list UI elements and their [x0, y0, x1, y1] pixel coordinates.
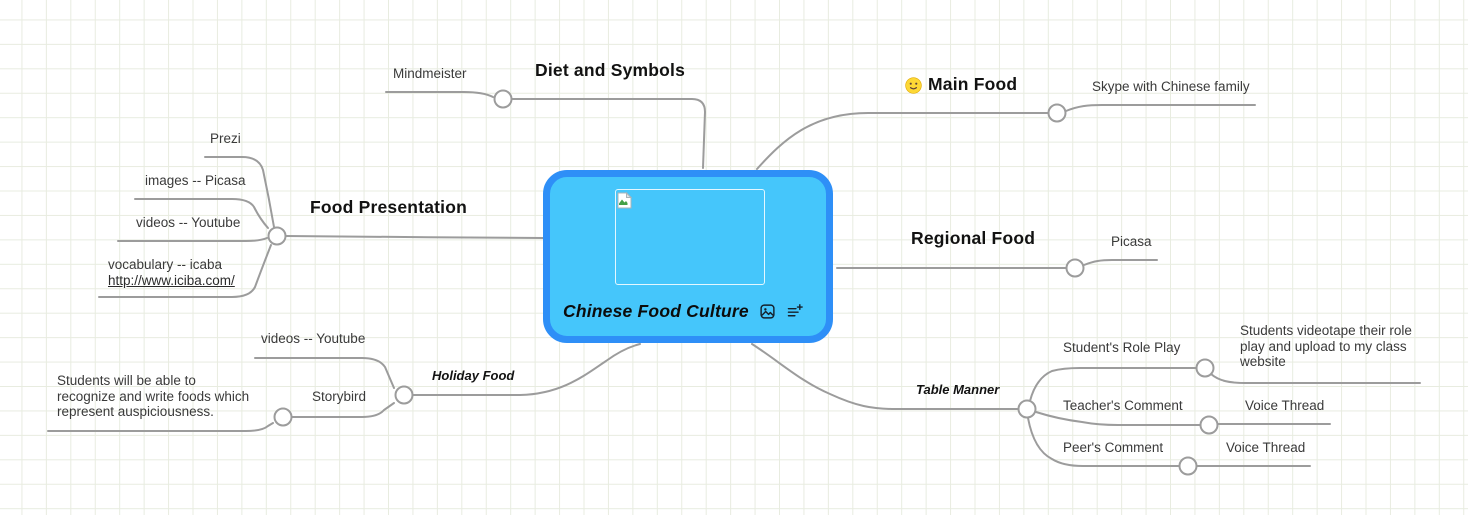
topic-vocabulary-icaba[interactable]: vocabulary -- icaba http://www.iciba.com…: [108, 257, 235, 289]
topic-voice-thread-teacher[interactable]: Voice Thread: [1245, 398, 1325, 413]
smiley-emoji-icon: [905, 77, 922, 94]
topic-students-recognize[interactable]: Students will be able to recognize and w…: [57, 373, 250, 419]
central-topic-title[interactable]: Chinese Food Culture: [563, 301, 749, 321]
topic-picasa[interactable]: Picasa: [1111, 234, 1152, 249]
edge-students-recognize: [47, 422, 274, 432]
vocabulary-label: vocabulary -- icaba: [108, 257, 223, 272]
topic-images-picasa[interactable]: images -- Picasa: [145, 173, 246, 188]
collapse-handle-mainfood[interactable]: [1047, 103, 1067, 123]
edge-skype: [1065, 104, 1256, 112]
edge-storybird: [291, 402, 395, 418]
collapse-handle-table[interactable]: [1017, 399, 1037, 419]
central-topic[interactable]: Chinese Food Culture: [543, 170, 833, 343]
central-topic-title-row: Chinese Food Culture: [563, 301, 803, 322]
broken-image-icon: [617, 192, 632, 209]
add-notes-icon[interactable]: [786, 303, 803, 320]
collapse-handle-teacher[interactable]: [1199, 415, 1219, 435]
topic-main-food[interactable]: Main Food: [928, 74, 1018, 94]
image-icon[interactable]: [759, 303, 776, 320]
topic-diet-and-symbols[interactable]: Diet and Symbols: [535, 60, 686, 80]
topic-teachers-comment[interactable]: Teacher's Comment: [1063, 398, 1183, 413]
collapse-handle-peer[interactable]: [1178, 456, 1198, 476]
topic-prezi[interactable]: Prezi: [210, 131, 241, 146]
image-placeholder: [615, 189, 765, 285]
topic-students-videotape[interactable]: Students videotape their role play and u…: [1240, 323, 1412, 369]
topic-holiday-food[interactable]: Holiday Food: [432, 368, 515, 383]
collapse-handle-regional[interactable]: [1065, 258, 1085, 278]
edge-videotape: [1210, 373, 1421, 384]
edge-prezi: [204, 156, 275, 228]
iciba-link[interactable]: http://www.iciba.com/: [108, 273, 235, 288]
topic-videos-youtube-presentation[interactable]: videos -- Youtube: [136, 215, 241, 230]
edge-picasa: [1083, 259, 1158, 266]
collapse-handle-diet[interactable]: [493, 89, 513, 109]
edge-teacher: [1035, 411, 1201, 426]
collapse-handle-storybird[interactable]: [273, 407, 293, 427]
edge-peer: [1027, 417, 1180, 467]
edge-images-picasa: [134, 198, 269, 229]
topic-food-presentation[interactable]: Food Presentation: [310, 197, 468, 217]
collapse-handle-roleplay[interactable]: [1195, 358, 1215, 378]
edge-presentation-main: [285, 235, 544, 239]
topic-table-manner[interactable]: Table Manner: [916, 382, 1000, 397]
edge-mainfood-main: [756, 112, 1049, 170]
edge-holiday-main: [412, 343, 641, 396]
topic-skype[interactable]: Skype with Chinese family: [1092, 79, 1250, 94]
edge-table-main: [751, 343, 1019, 410]
topic-students-role-play[interactable]: Student's Role Play: [1063, 340, 1181, 355]
edge-videos-youtube-left: [117, 237, 268, 242]
edge-holiday-videos: [254, 357, 395, 389]
topic-videos-youtube-holiday[interactable]: videos -- Youtube: [261, 331, 366, 346]
edge-roleplay: [1029, 367, 1197, 402]
collapse-handle-holiday[interactable]: [394, 385, 414, 405]
collapse-handle-presentation[interactable]: [267, 226, 287, 246]
edge-diet-main: [502, 98, 707, 169]
topic-voice-thread-peer[interactable]: Voice Thread: [1226, 440, 1306, 455]
edge-vocabulary: [98, 244, 272, 298]
topic-mindmeister[interactable]: Mindmeister: [393, 66, 467, 81]
edge-mindmeister: [385, 91, 494, 98]
topic-peers-comment[interactable]: Peer's Comment: [1063, 440, 1164, 455]
topic-storybird[interactable]: Storybird: [312, 389, 367, 404]
topic-regional-food[interactable]: Regional Food: [911, 228, 1036, 248]
